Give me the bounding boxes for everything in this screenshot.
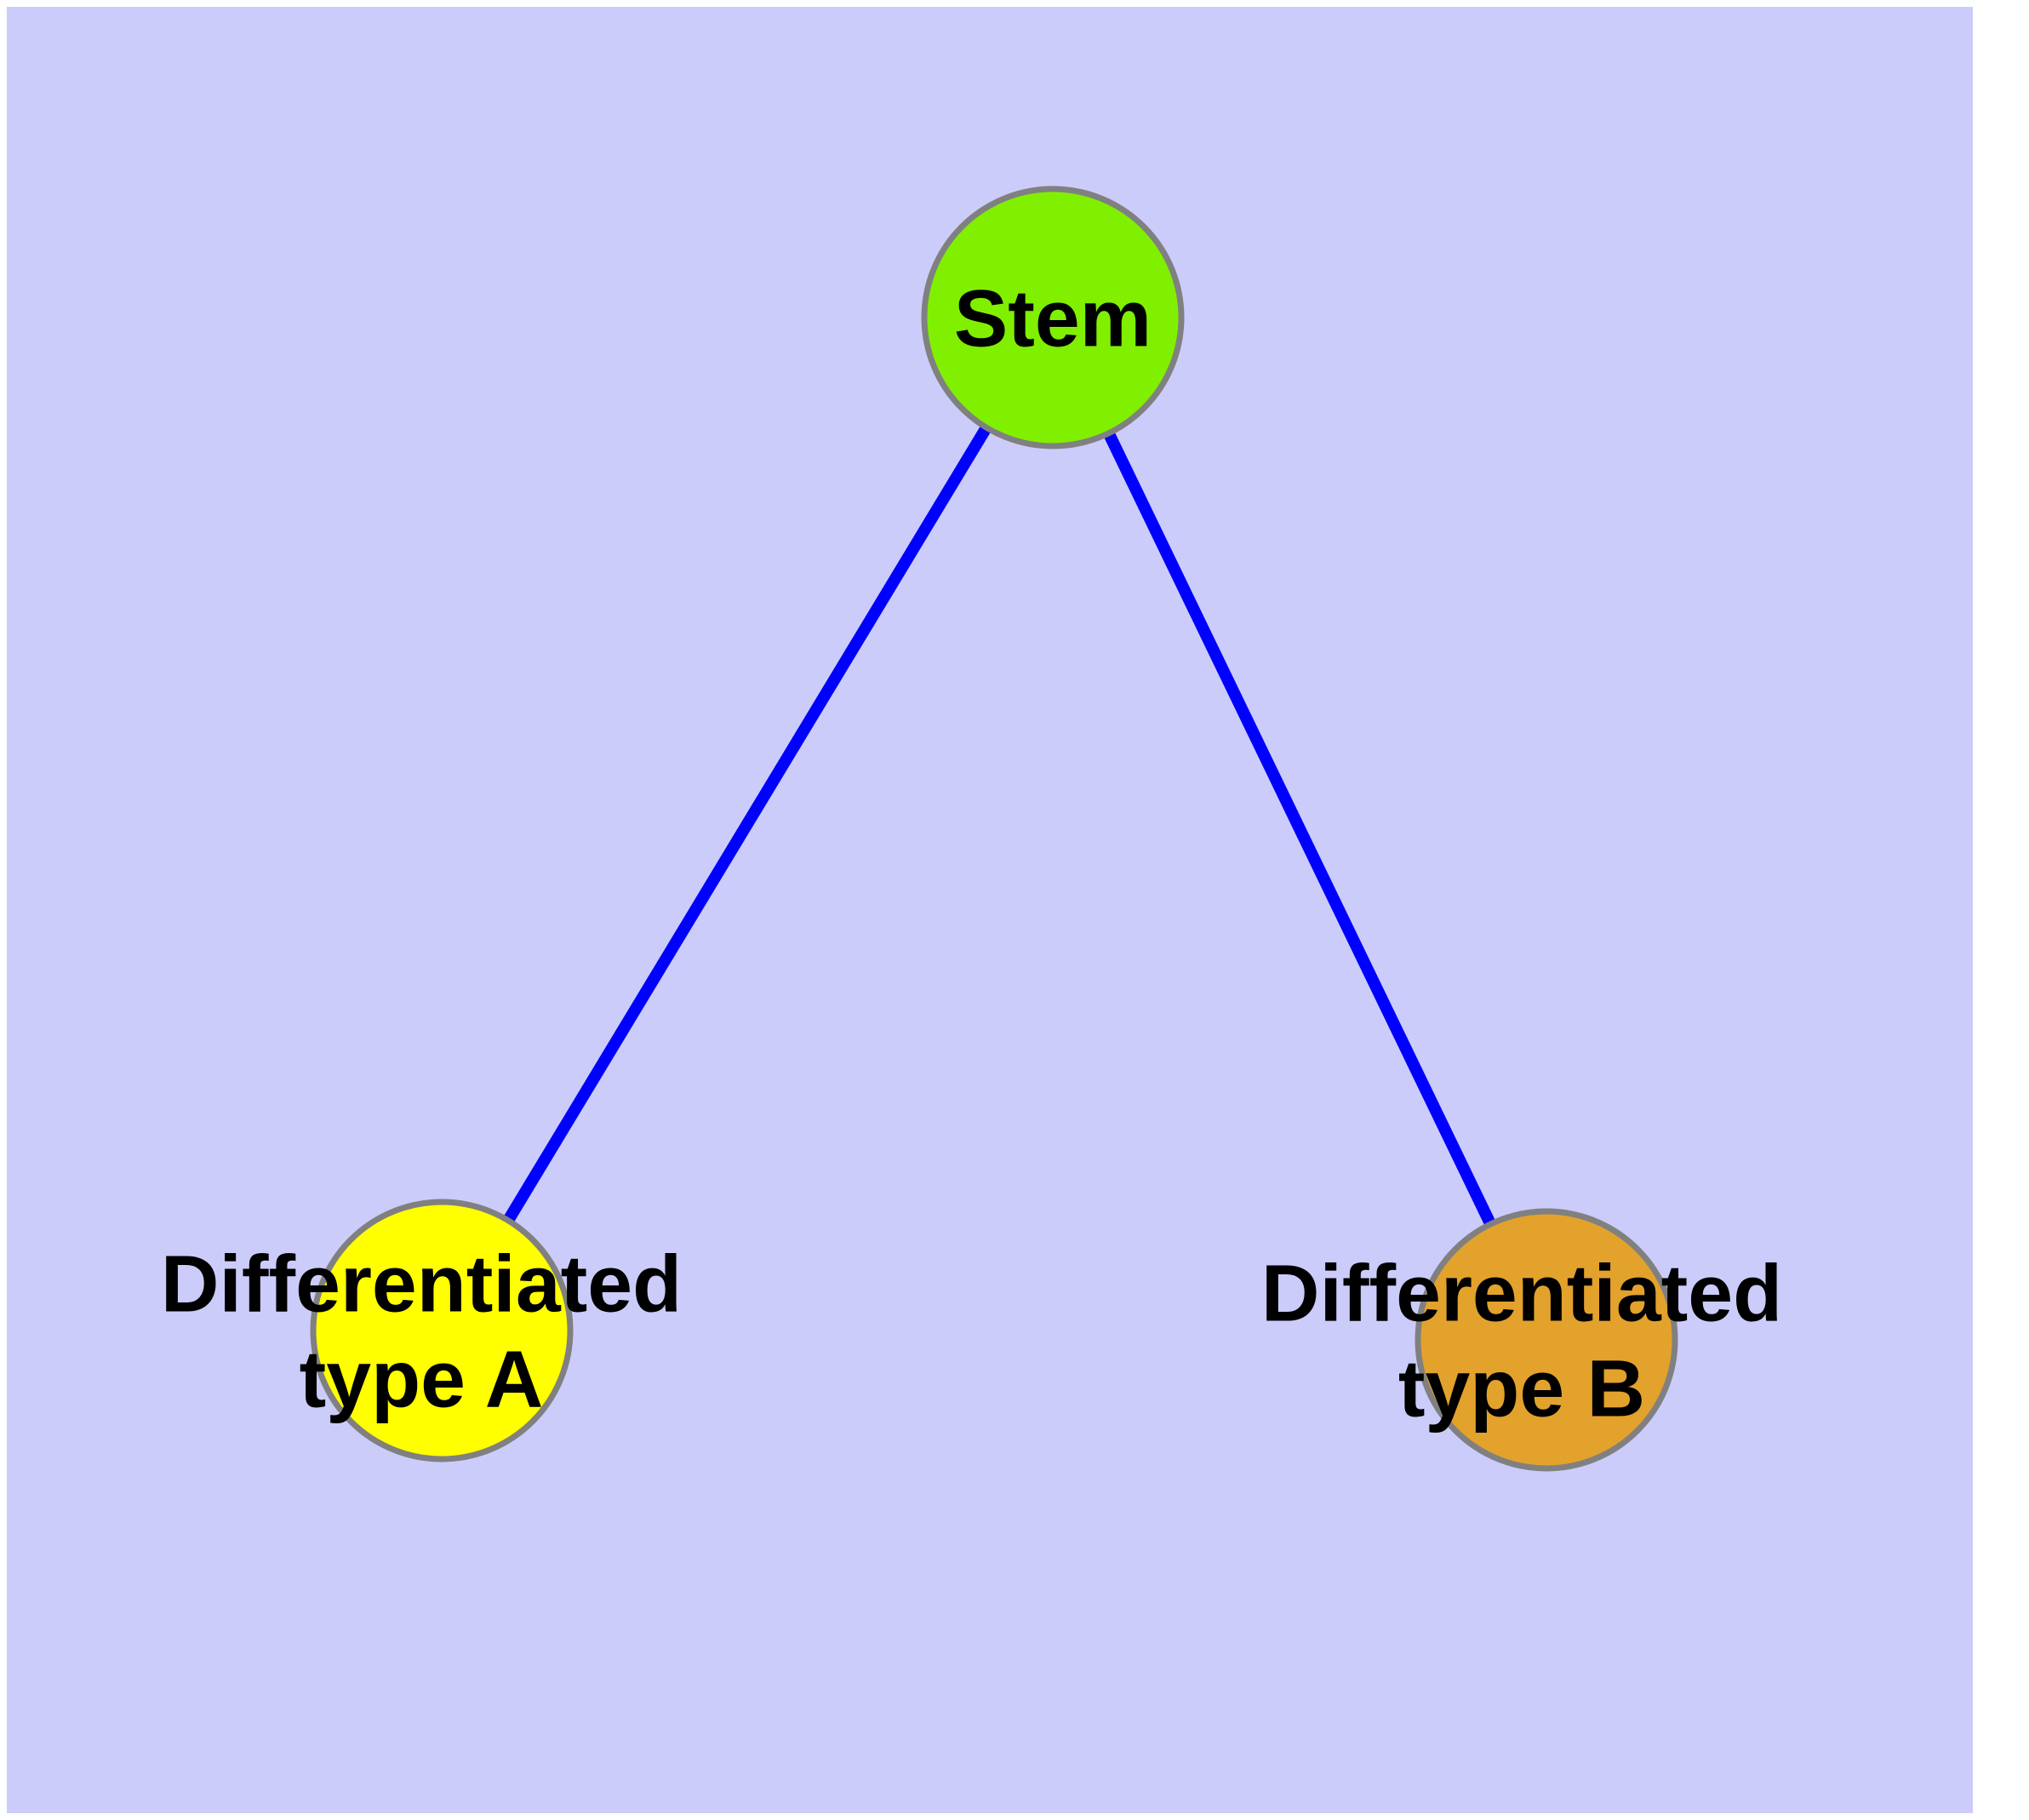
node-label-line: Differentiated [161, 1239, 682, 1329]
node-label-line: Differentiated [1261, 1248, 1782, 1338]
node-diff_a[interactable] [310, 1199, 574, 1462]
node-label-line: type B [1398, 1343, 1645, 1434]
edge-stem-diff-a[interactable] [437, 314, 1058, 1334]
node-label-line: Stem [954, 273, 1152, 363]
node-label-line: type A [300, 1334, 544, 1424]
edge-layer [437, 314, 1552, 1343]
node-label-stem: Stem [954, 273, 1152, 363]
edge-stem-diff-b[interactable] [1047, 314, 1552, 1343]
node-diff_b[interactable] [1415, 1208, 1678, 1472]
node-stem[interactable] [921, 186, 1185, 449]
node-layer [310, 186, 1678, 1472]
